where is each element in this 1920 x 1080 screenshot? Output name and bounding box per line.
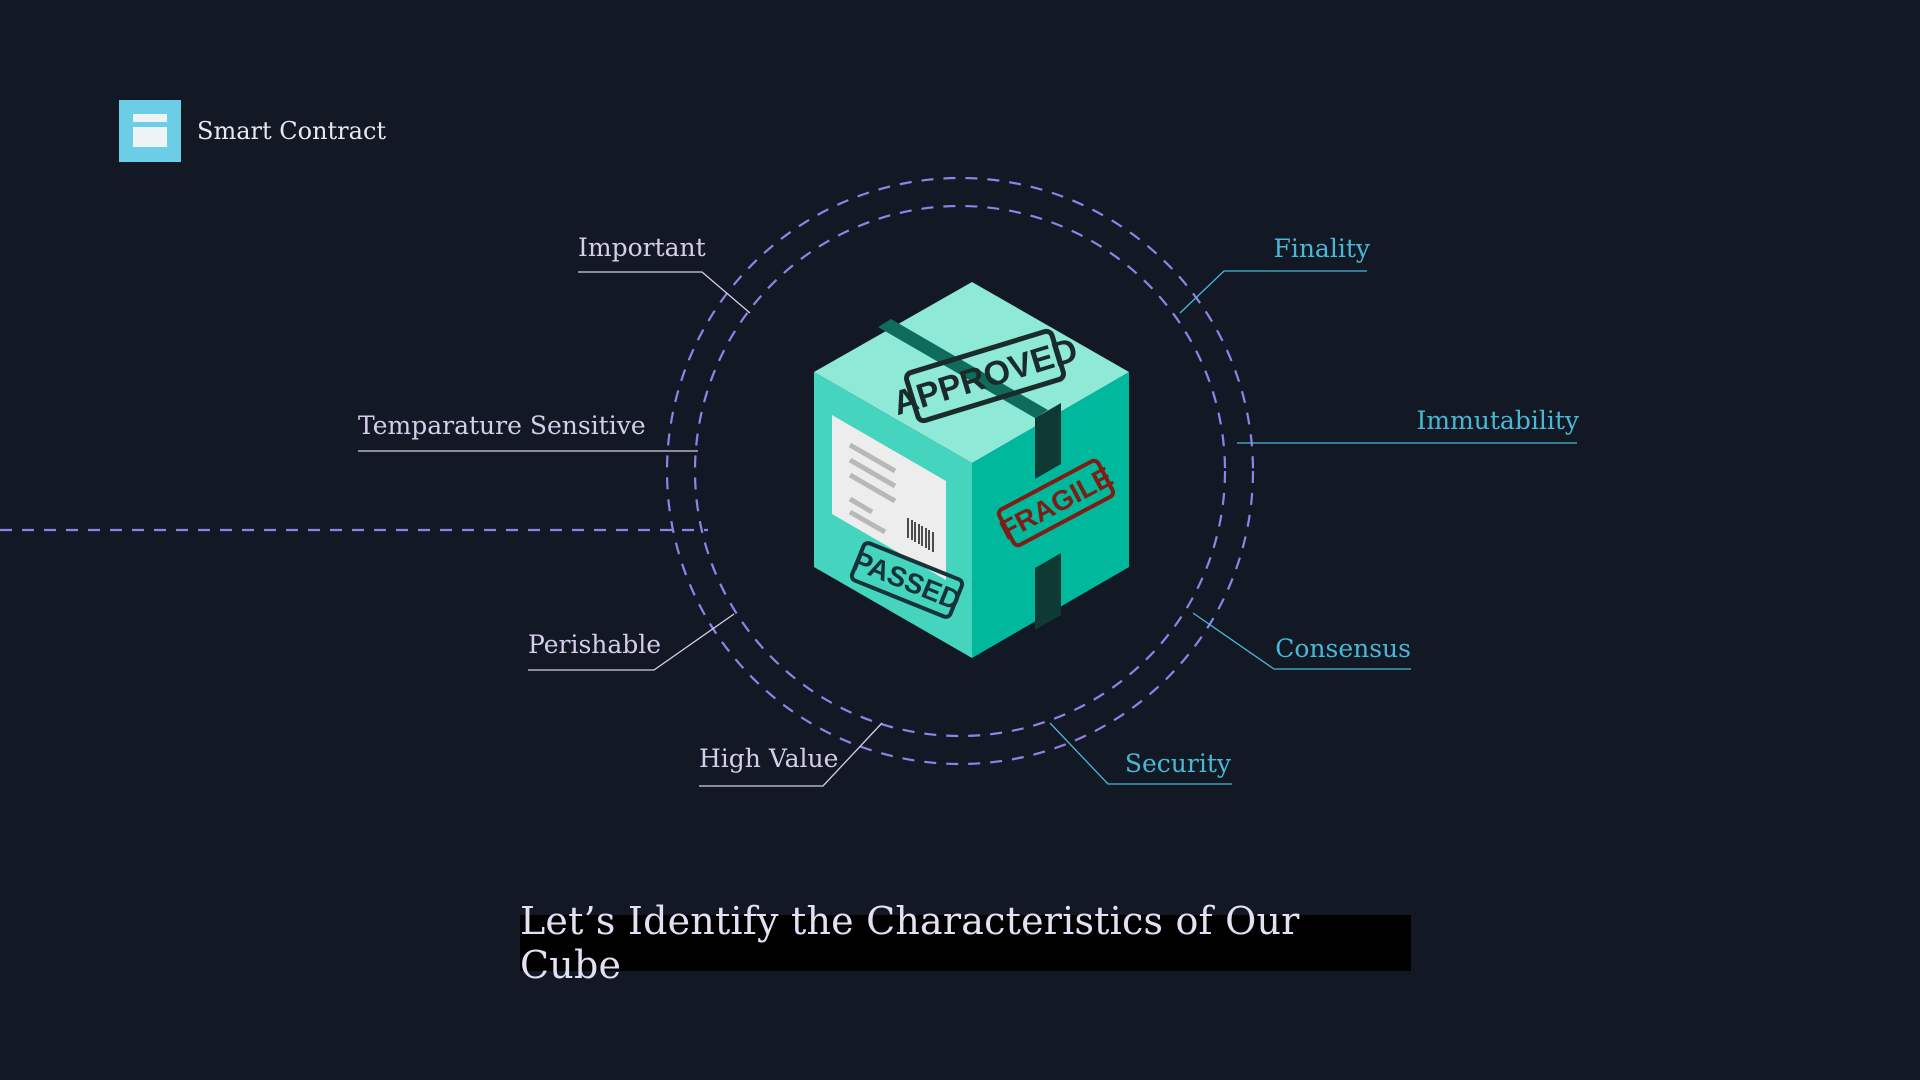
caption: Let’s Identify the Characteristics of Ou… — [520, 899, 1411, 987]
package-cube: APPROVED FRAGILE PASSED — [814, 282, 1129, 658]
cube-right-face — [972, 372, 1129, 658]
leader-line-perishable — [528, 613, 735, 671]
label-finality: Finality — [1273, 234, 1370, 263]
leader-line-consensus — [1192, 612, 1411, 670]
label-immutability: Immutability — [1416, 406, 1580, 435]
label-consensus: Consensus — [1275, 634, 1411, 663]
inner-dashed-circle — [693, 204, 1227, 738]
barcode-icon — [907, 518, 934, 552]
tape-right-upper — [1035, 403, 1061, 479]
leader-line-finality — [1179, 270, 1367, 314]
label-perishable: Perishable — [528, 630, 662, 659]
leader-line-high-value — [699, 722, 883, 787]
leader-line-important — [578, 271, 751, 314]
brand-label: Smart Contract — [197, 117, 387, 145]
window-icon — [119, 100, 181, 162]
tape-right-lower — [1035, 553, 1061, 630]
label-high-value: High Value — [699, 744, 839, 773]
leader-line-security — [1049, 722, 1232, 785]
tape-top — [878, 319, 1048, 418]
outer-dashed-circle — [665, 176, 1255, 766]
brand: Smart Contract — [119, 100, 386, 162]
label-security: Security — [1124, 749, 1231, 778]
label-important: Important — [578, 233, 706, 262]
label-temperature-sensitive: Temparature Sensitive — [358, 411, 646, 440]
